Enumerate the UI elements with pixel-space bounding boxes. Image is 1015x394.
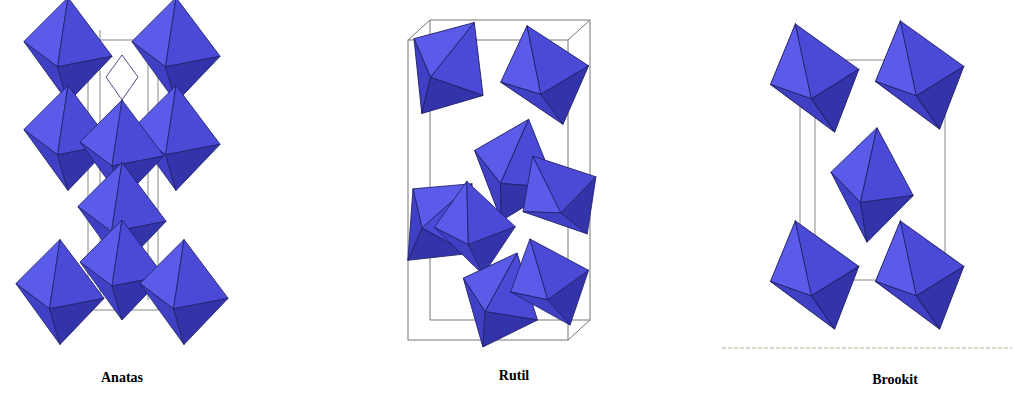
- structure-label: Brookit: [872, 372, 918, 388]
- rutile-octahedra: [376, 0, 620, 361]
- structure-label: Rutil: [499, 368, 529, 384]
- structure-label: Anatas: [101, 370, 143, 386]
- anatase-octahedra: [16, 0, 228, 345]
- brookite-octahedra: [754, 6, 981, 344]
